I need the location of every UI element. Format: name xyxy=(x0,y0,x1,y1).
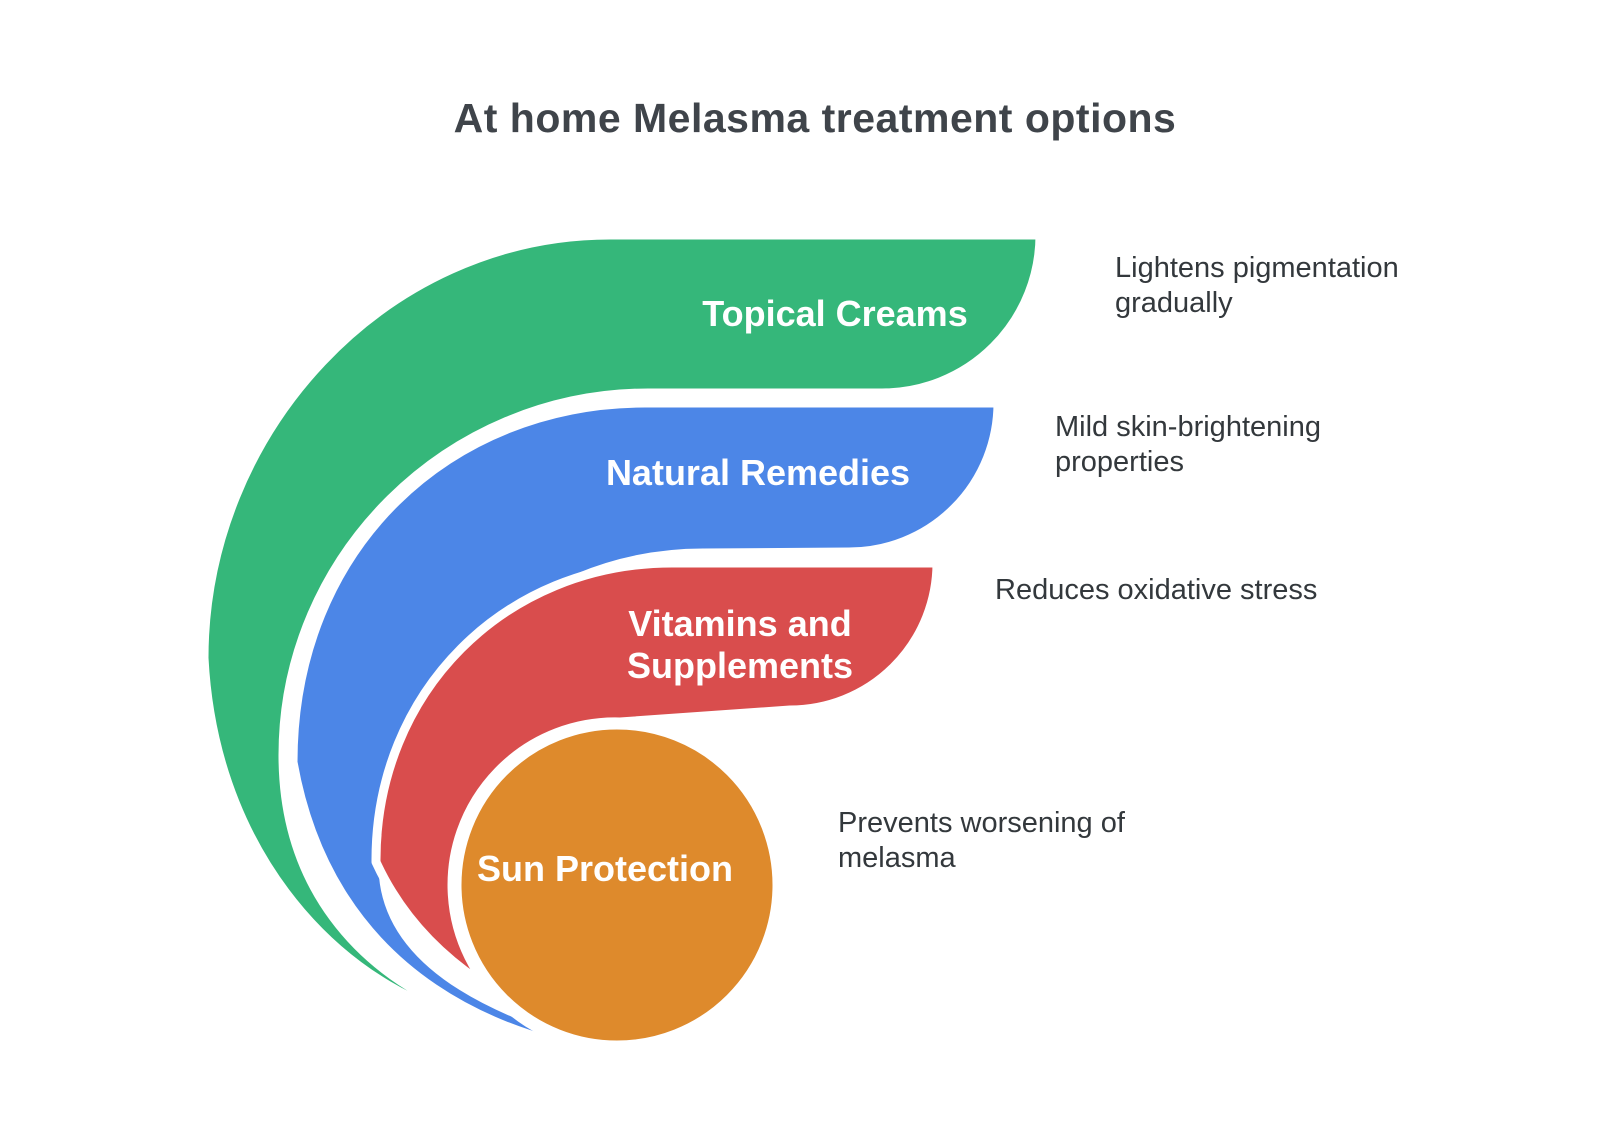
annotation-vitamins-supplements: Reduces oxidative stress xyxy=(995,574,1318,606)
annotation-natural-remedies: Mild skin-brightening properties xyxy=(1055,411,1321,478)
natural-remedies-shape xyxy=(288,398,1003,1065)
annotation-topical-creams: Lightens pigmentation gradually xyxy=(1115,252,1399,319)
page-title: At home Melasma treatment options xyxy=(453,95,1177,141)
band-label-topical-creams: Topical Creams xyxy=(702,293,968,334)
band-label-natural-remedies: Natural Remedies xyxy=(605,452,911,493)
topical-creams-shape xyxy=(199,230,1045,1025)
band-label-vitamins-supplements: Vitamins and Supplements xyxy=(626,603,854,686)
annotation-sun-protection: Prevents worsening of melasma xyxy=(838,807,1125,874)
band-label-sun-protection: Sun Protection xyxy=(476,848,733,889)
sun-protection-shape xyxy=(452,720,782,1050)
